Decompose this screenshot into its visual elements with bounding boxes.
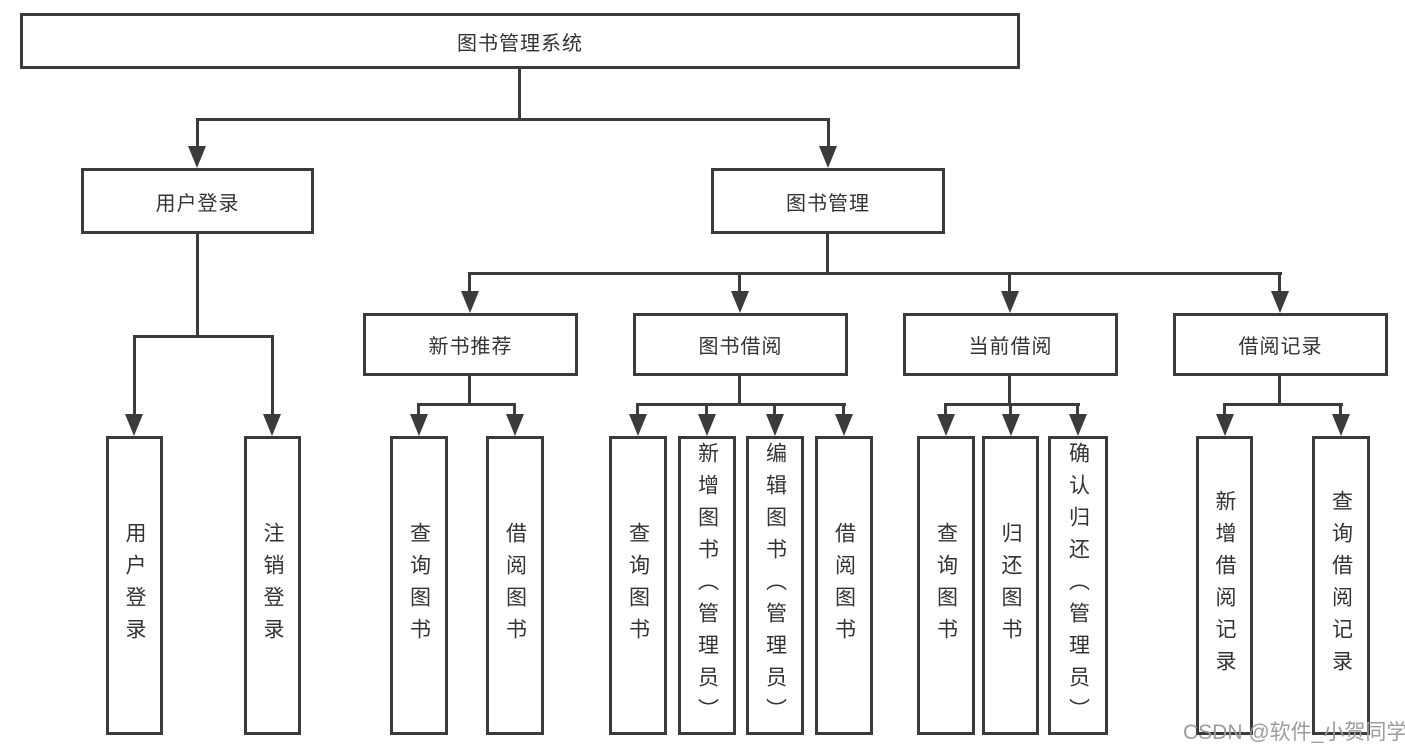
node-current-borrowing-label: 当前借阅	[968, 336, 1053, 358]
leaf-borrow-books: 借阅图书	[815, 436, 873, 735]
connector-line	[636, 403, 846, 406]
connector-line	[1223, 403, 1343, 406]
connector-line	[133, 335, 274, 338]
connector-line	[738, 376, 741, 403]
connector-line	[1278, 272, 1281, 291]
node-book-borrowing: 图书借阅	[633, 313, 848, 376]
arrowhead-down	[819, 146, 837, 168]
arrowhead-down	[1332, 414, 1350, 436]
arrowhead-down	[410, 414, 428, 436]
leaf-return-book-label: 归还图书	[999, 521, 1022, 650]
node-new-book-recommend: 新书推荐	[363, 313, 578, 376]
node-current-borrowing: 当前借阅	[903, 313, 1118, 376]
connector-line	[518, 69, 521, 118]
node-borrowing-records-label: 借阅记录	[1238, 336, 1323, 358]
connector-line	[271, 335, 274, 414]
csdn-watermark: CSDN @软件_小贺同学	[1183, 721, 1405, 744]
connector-line	[1008, 376, 1011, 403]
leaf-borrow-query-books: 查询图书	[609, 436, 667, 735]
node-root: 图书管理系统	[20, 13, 1020, 69]
arrowhead-down	[1271, 291, 1289, 313]
leaf-query-borrow-record: 查询借阅记录	[1312, 436, 1370, 735]
leaf-query-borrow-record-label: 查询借阅记录	[1329, 489, 1353, 682]
arrowhead-down	[506, 414, 524, 436]
arrowhead-down	[263, 414, 281, 436]
connector-line	[944, 403, 947, 414]
connector-line	[944, 403, 1080, 406]
arrowhead-down	[1002, 414, 1020, 436]
connector-line	[826, 234, 829, 272]
leaf-rec-query-books-label: 查询图书	[407, 521, 431, 650]
node-book-management: 图书管理	[711, 168, 945, 234]
connector-line	[827, 118, 830, 148]
connector-line	[513, 403, 516, 414]
leaf-logout: 注销登录	[244, 436, 301, 735]
leaf-return-book: 归还图书	[982, 436, 1039, 735]
connector-line	[1076, 403, 1079, 414]
connector-line	[1008, 272, 1011, 291]
connector-line	[636, 403, 639, 414]
connector-line	[468, 272, 471, 291]
leaf-borrow-books-label: 借阅图书	[832, 521, 856, 650]
leaf-user-login-label: 用户登录	[123, 521, 146, 650]
arrowhead-down	[1216, 414, 1234, 436]
leaf-rec-query-books: 查询图书	[390, 436, 448, 735]
leaf-add-book-admin: 新增图书（管理员）	[678, 436, 736, 735]
connector-line	[196, 118, 830, 121]
arrowhead-down	[731, 291, 749, 313]
leaf-current-query-books: 查询图书	[917, 436, 975, 735]
connector-line	[773, 403, 776, 414]
arrowhead-down	[698, 414, 716, 436]
leaf-confirm-return-admin-label: 确认归还（管理员）	[1066, 441, 1090, 730]
leaf-rec-borrow-books-label: 借阅图书	[503, 521, 527, 650]
arrowhead-down	[766, 414, 784, 436]
connector-line	[468, 272, 1282, 275]
arrowhead-down	[461, 291, 479, 313]
node-book-borrowing-label: 图书借阅	[698, 336, 783, 358]
leaf-confirm-return-admin: 确认归还（管理员）	[1048, 436, 1108, 735]
arrowhead-down	[835, 414, 853, 436]
arrowhead-down	[937, 414, 955, 436]
node-new-book-recommend-label: 新书推荐	[428, 336, 513, 358]
connector-line	[1009, 403, 1012, 414]
connector-line	[417, 403, 516, 406]
arrowhead-down	[188, 146, 206, 168]
connector-line	[196, 234, 199, 335]
node-user-login-label: 用户登录	[155, 192, 240, 215]
connector-line	[196, 118, 199, 148]
arrowhead-down	[629, 414, 647, 436]
connector-line	[738, 272, 741, 291]
arrowhead-down	[1069, 414, 1087, 436]
connector-line	[1339, 403, 1342, 414]
leaf-add-borrow-record-label: 新增借阅记录	[1213, 489, 1236, 682]
connector-line	[1278, 376, 1281, 403]
connector-line	[705, 403, 708, 414]
connector-line	[468, 376, 471, 403]
node-user-login: 用户登录	[81, 168, 314, 234]
connector-line	[133, 335, 136, 414]
leaf-logout-label: 注销登录	[261, 521, 284, 650]
leaf-add-book-admin-label: 新增图书（管理员）	[695, 441, 719, 730]
leaf-borrow-query-books-label: 查询图书	[626, 521, 650, 650]
node-book-management-label: 图书管理	[786, 192, 870, 215]
arrowhead-down	[1001, 291, 1019, 313]
node-borrowing-records: 借阅记录	[1173, 313, 1388, 376]
node-root-label: 图书管理系统	[457, 32, 583, 55]
leaf-add-borrow-record: 新增借阅记录	[1196, 436, 1253, 735]
leaf-edit-book-admin: 编辑图书（管理员）	[746, 436, 804, 735]
leaf-current-query-books-label: 查询图书	[934, 521, 958, 650]
leaf-rec-borrow-books: 借阅图书	[486, 436, 544, 735]
leaf-user-login: 用户登录	[106, 436, 163, 735]
leaf-edit-book-admin-label: 编辑图书（管理员）	[763, 441, 787, 730]
arrowhead-down	[125, 414, 143, 436]
connector-line	[417, 403, 420, 414]
connector-line	[842, 403, 845, 414]
connector-line	[1223, 403, 1226, 414]
